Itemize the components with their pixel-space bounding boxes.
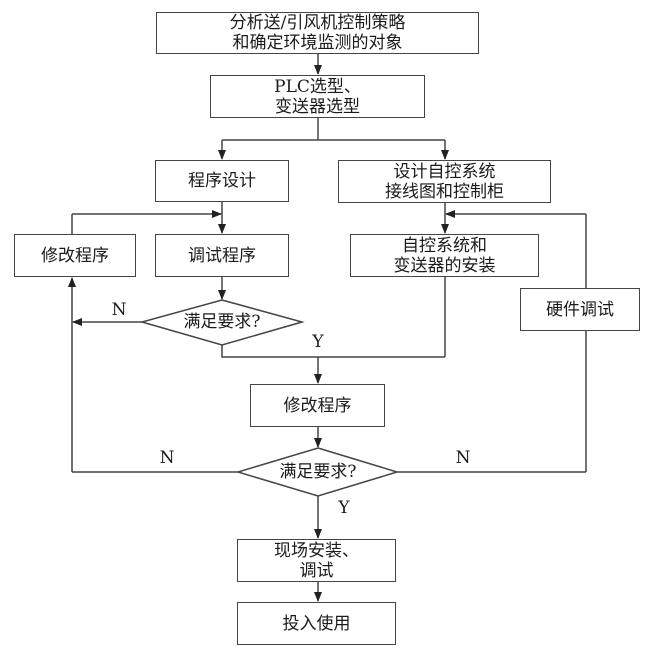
node-program-design: 程序设计	[155, 160, 289, 202]
decision1-text: 满足要求?	[183, 312, 261, 332]
node-modify-program-left: 修改程序	[14, 234, 136, 277]
node-selection: PLC选型、 变送器选型	[210, 75, 425, 118]
node-analyze: 分析送/引风机控制策略 和确定环境监测的对象	[156, 12, 479, 54]
node-install: 自控系统和 变送器的安装	[350, 234, 539, 277]
decision1-no-label: N	[111, 300, 127, 320]
node-hardware-debug: 硬件调试	[520, 288, 640, 331]
decision2-text: 满足要求?	[279, 462, 357, 482]
decision2-diamond	[235, 447, 400, 497]
decision2-no-left-label: N	[159, 448, 175, 468]
node-control-design: 设计自控系统 接线图和控制柜	[338, 160, 551, 203]
node-onsite: 现场安装、 调试	[237, 539, 396, 582]
node-debug-program: 调试程序	[155, 234, 289, 277]
decision1-yes-label: Y	[312, 332, 324, 352]
decision1-diamond	[139, 299, 305, 346]
decision2-yes-label: Y	[338, 498, 350, 518]
decision2-no-right-label: N	[455, 448, 471, 468]
node-deploy: 投入使用	[237, 602, 396, 645]
node-modify-program-mid: 修改程序	[250, 384, 385, 427]
connector-decision1-yes	[221, 345, 445, 358]
